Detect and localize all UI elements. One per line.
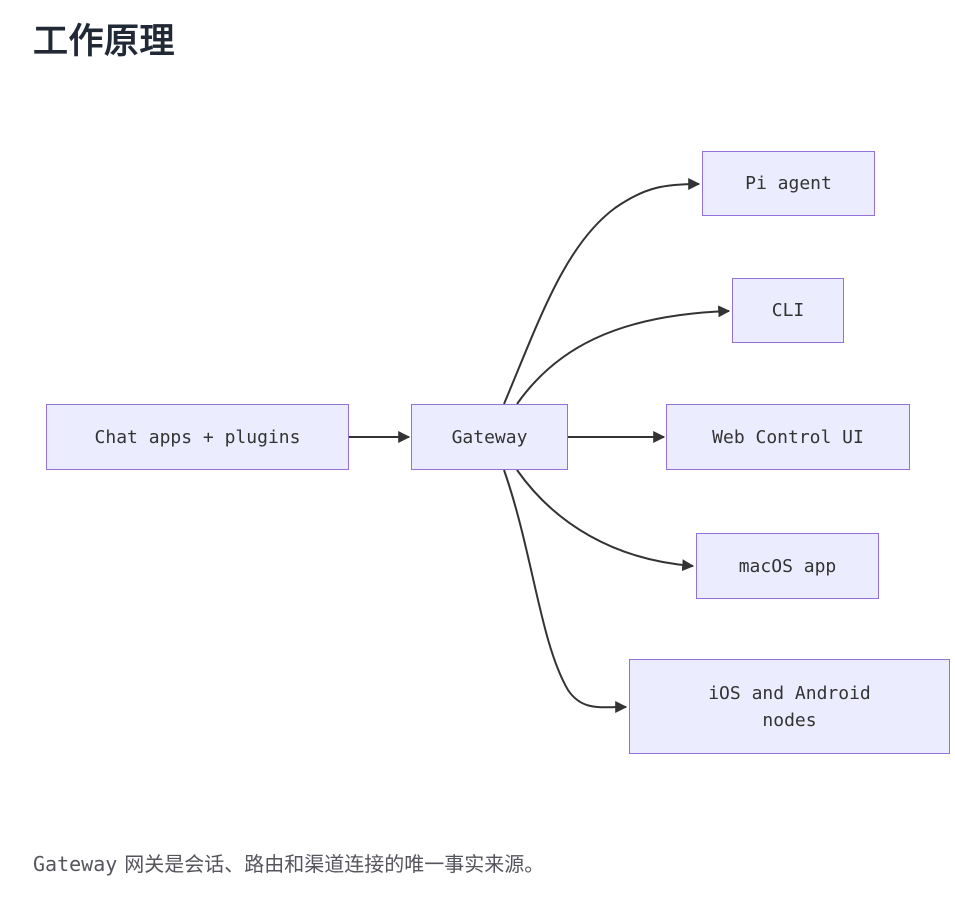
page-title: 工作原理 xyxy=(33,22,176,61)
node-web-control-ui: Web Control UI xyxy=(666,404,910,470)
node-label: Pi agent xyxy=(745,173,832,194)
footer-sentence-text: 网关是会话、路由和渠道连接的唯一事实来源。 xyxy=(124,854,545,876)
node-ios-android-nodes: iOS and Android nodes xyxy=(629,659,950,754)
edge-gateway-to-pi xyxy=(503,178,701,405)
node-pi-agent: Pi agent xyxy=(702,151,875,216)
node-label: macOS app xyxy=(738,555,837,577)
inline-code-gateway: Gateway xyxy=(33,852,118,876)
node-label: iOS and Android nodes xyxy=(708,682,871,731)
edge-gateway-to-ios xyxy=(503,469,628,714)
node-cli: CLI xyxy=(732,278,844,343)
node-label: CLI xyxy=(771,300,805,321)
node-chat-apps-plugins: Chat apps + plugins xyxy=(46,404,349,470)
edge-gateway-to-cli xyxy=(516,305,731,405)
node-label: Gateway xyxy=(451,426,528,448)
node-label: Chat apps + plugins xyxy=(94,426,301,448)
node-gateway: Gateway xyxy=(411,404,568,470)
edge-gateway-to-macos xyxy=(516,469,695,572)
footer-sentence: Gateway 网关是会话、路由和渠道连接的唯一事实来源。 xyxy=(33,849,544,880)
node-label: Web Control UI xyxy=(712,426,864,448)
node-macos-app: macOS app xyxy=(696,533,879,599)
